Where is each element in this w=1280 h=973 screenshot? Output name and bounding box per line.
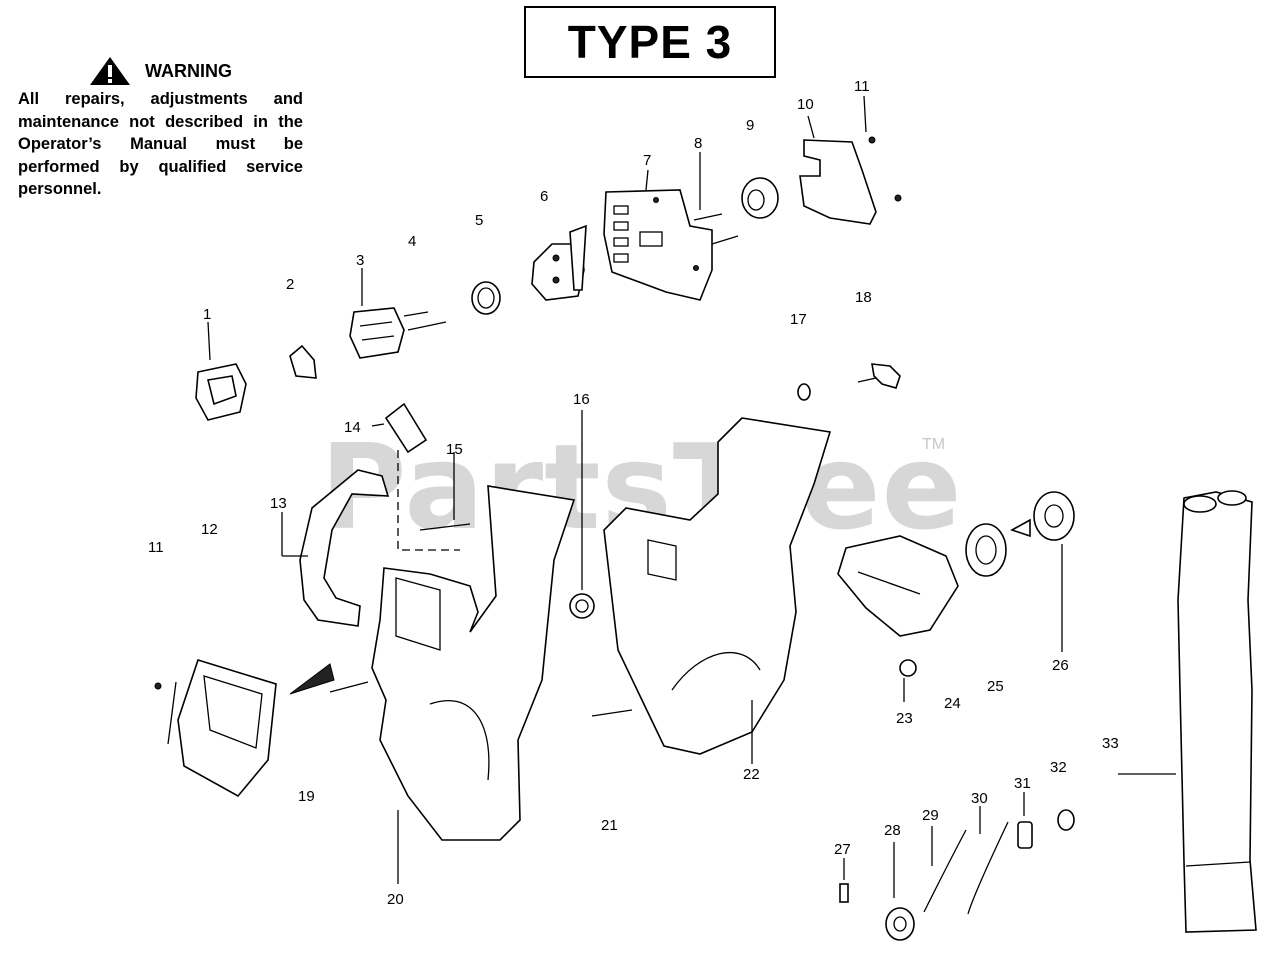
callout-3: 3 xyxy=(356,252,364,269)
callout-11-secondary: 11 xyxy=(148,539,164,556)
part-31-filter xyxy=(1017,792,1033,849)
callout-11: 11 xyxy=(854,78,870,95)
callout-7: 7 xyxy=(643,152,651,169)
callout-14: 14 xyxy=(344,419,361,436)
part-2-gasket xyxy=(289,344,317,379)
callout-4: 4 xyxy=(408,233,416,250)
part-28-grommet xyxy=(885,842,915,941)
warning-header: WARNING xyxy=(18,56,303,86)
callout-2: 2 xyxy=(286,276,294,293)
callout-23: 23 xyxy=(896,710,913,727)
part-27-fitting xyxy=(839,858,849,903)
part-9-spacer xyxy=(741,177,779,219)
part-22-housing xyxy=(591,417,832,764)
part-19-cover xyxy=(154,659,369,798)
part-8-screws xyxy=(693,152,739,245)
part-20-housing xyxy=(371,485,576,884)
callout-8: 8 xyxy=(694,135,702,152)
part-24-elbow xyxy=(837,535,959,637)
part-13-handle xyxy=(281,469,390,627)
part-7-plate xyxy=(603,169,713,301)
callout-29: 29 xyxy=(922,807,939,824)
callout-19: 19 xyxy=(298,788,315,805)
callout-25: 25 xyxy=(987,678,1004,695)
part-15-screw xyxy=(419,452,471,531)
part-30-line xyxy=(967,806,1009,915)
warning-heading: WARNING xyxy=(145,60,232,81)
callout-17: 17 xyxy=(790,311,807,328)
warning-triangle-icon xyxy=(90,57,130,85)
part-5-gasket xyxy=(471,281,501,315)
part-6-carburetor xyxy=(531,224,587,301)
callout-9: 9 xyxy=(746,117,754,134)
callout-16: 16 xyxy=(573,391,590,408)
callout-31: 31 xyxy=(1014,775,1031,792)
callout-28: 28 xyxy=(884,822,901,839)
part-33-tube xyxy=(1118,490,1257,933)
callout-1: 1 xyxy=(203,306,211,323)
part-14-pad xyxy=(371,402,460,551)
callout-33: 33 xyxy=(1102,735,1119,752)
callout-10: 10 xyxy=(797,96,814,113)
part-26-nut xyxy=(1010,491,1075,652)
warning-text: All repairs, adjustments and maintenance… xyxy=(18,90,303,198)
part-16-gear xyxy=(569,410,595,619)
part-17-nut xyxy=(797,383,811,401)
part-10-bracket xyxy=(799,95,902,225)
part-1-gasket xyxy=(195,321,247,421)
watermark-tm: TM xyxy=(922,436,946,453)
callout-27: 27 xyxy=(834,841,851,858)
callout-26: 26 xyxy=(1052,657,1069,674)
callout-20: 20 xyxy=(387,891,404,908)
part-18-knob xyxy=(857,363,901,389)
part-25-ring xyxy=(965,523,1007,577)
callout-6: 6 xyxy=(540,188,548,205)
callout-12: 12 xyxy=(201,521,218,538)
callout-24: 24 xyxy=(944,695,961,712)
type-label-box: TYPE 3 xyxy=(524,6,776,78)
part-29-line xyxy=(923,826,967,913)
type-label: TYPE 3 xyxy=(567,16,733,68)
callout-5: 5 xyxy=(475,212,483,229)
callout-13: 13 xyxy=(270,495,287,512)
callout-15: 15 xyxy=(446,441,463,458)
part-23-ring xyxy=(899,659,917,702)
callout-32: 32 xyxy=(1050,759,1067,776)
callout-30: 30 xyxy=(971,790,988,807)
part-3-block xyxy=(349,268,447,359)
callout-22: 22 xyxy=(743,766,760,783)
callout-21: 21 xyxy=(601,817,618,834)
callout-18: 18 xyxy=(855,289,872,306)
part-32-cap xyxy=(1057,809,1075,831)
warning-block: WARNING All repairs, adjustments and mai… xyxy=(18,56,303,201)
